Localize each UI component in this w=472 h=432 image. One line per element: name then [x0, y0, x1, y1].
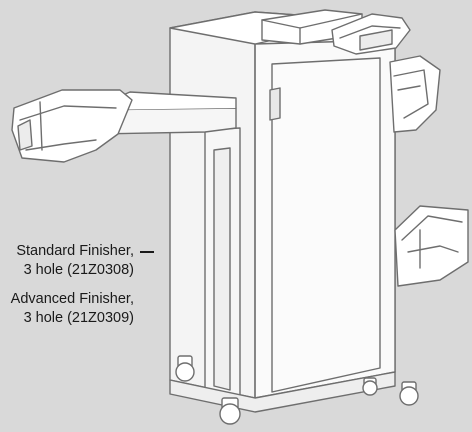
- caster-front: [219, 397, 241, 425]
- standard-finisher-label: Standard Finisher, 3 hole (21Z0308): [16, 242, 134, 280]
- caster-right: [362, 377, 378, 396]
- leader-line: [140, 251, 154, 253]
- advanced-finisher-line1: Advanced Finisher,: [10, 291, 134, 307]
- standard-finisher-line2: 3 hole (21Z0308): [23, 262, 134, 278]
- door-handle: [269, 87, 281, 121]
- caster-mid: [399, 381, 419, 406]
- lower-tray: [394, 205, 469, 287]
- advanced-finisher-label: Advanced Finisher, 3 hole (21Z0309): [11, 290, 134, 328]
- caster-left: [175, 355, 195, 382]
- middle-tray: [389, 55, 441, 133]
- standard-finisher-line1: Standard Finisher,: [16, 243, 134, 259]
- advanced-finisher-line2: 3 hole (21Z0309): [23, 310, 134, 326]
- front-door: [271, 57, 381, 393]
